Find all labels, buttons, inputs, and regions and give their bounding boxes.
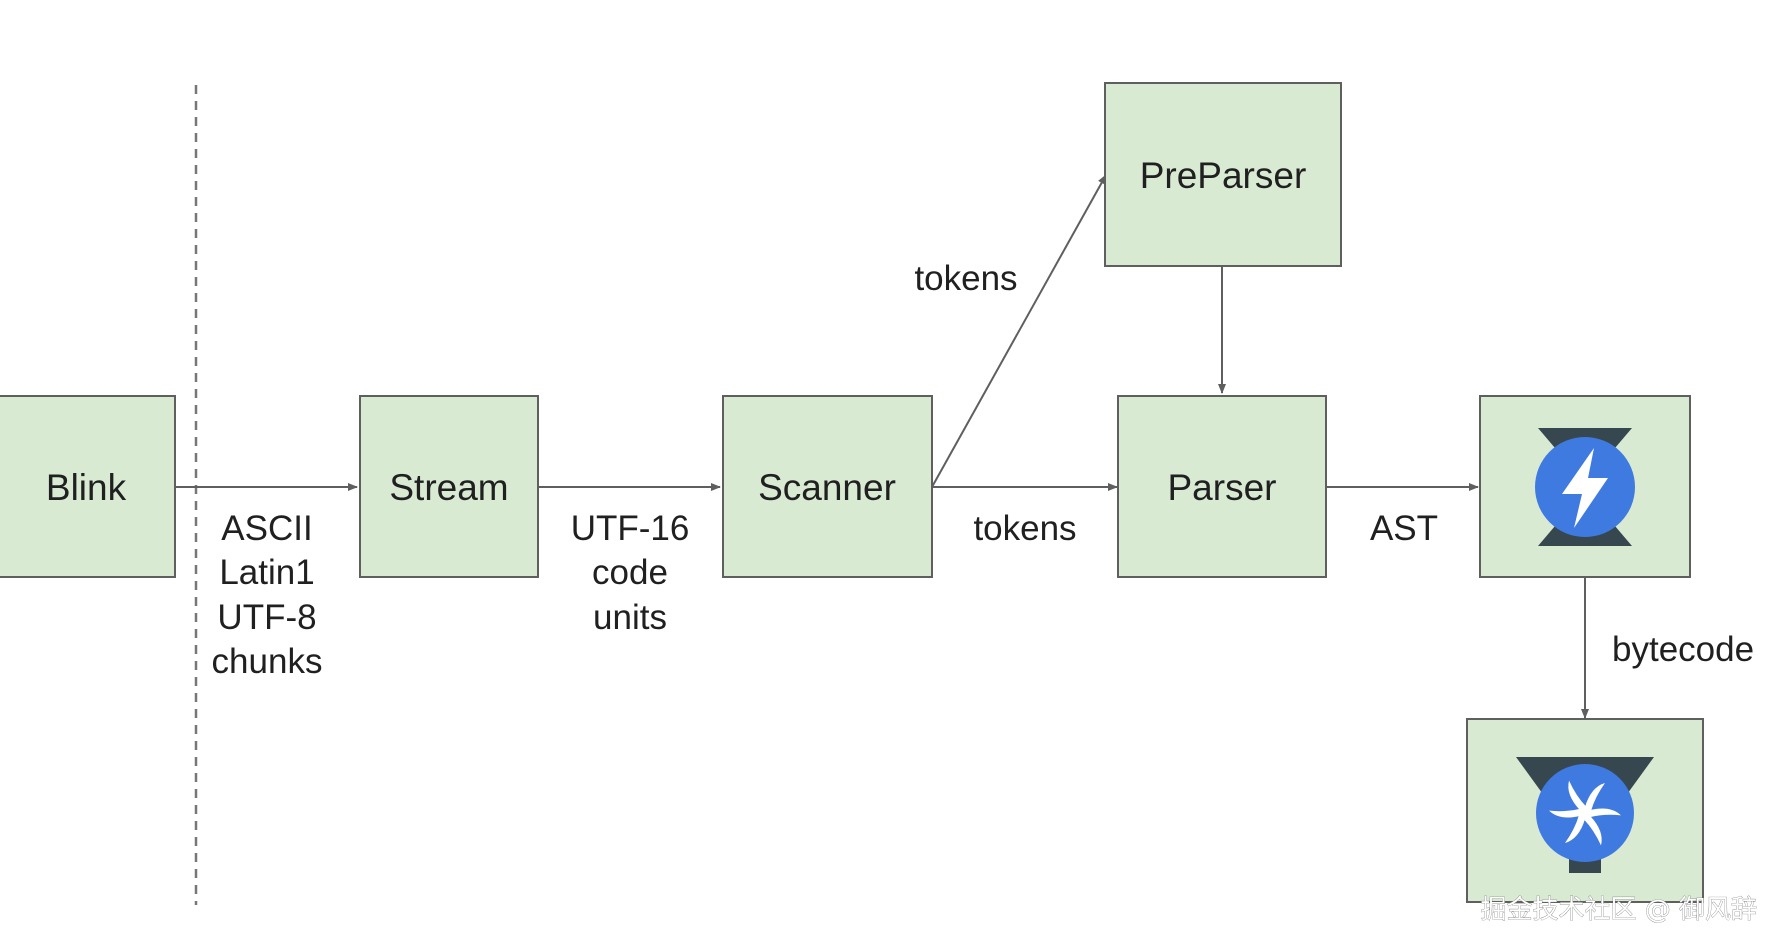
edge-label-line: chunks: [212, 642, 323, 681]
edge-scanner-to-preparser: [931, 174, 1107, 488]
edge-label-line: UTF-8: [217, 598, 316, 637]
node-stream-label: Stream: [389, 467, 508, 508]
node-blink: Blink: [0, 395, 176, 578]
node-blink-label: Blink: [46, 467, 127, 508]
node-turbofan: [1466, 718, 1704, 903]
edge-label-ignition-turbofan: bytecode: [1612, 630, 1754, 669]
edge-label-scanner-preparser: tokens: [914, 259, 1017, 298]
edge-label-line: units: [593, 598, 667, 637]
node-stream: Stream: [359, 395, 539, 578]
node-preparser-label: PreParser: [1140, 155, 1307, 196]
edge-label-parser-ignition: AST: [1370, 509, 1438, 548]
ignition-logo-icon: [1535, 428, 1635, 546]
node-parser-label: Parser: [1168, 467, 1277, 508]
node-preparser: PreParser: [1104, 82, 1342, 267]
node-scanner-label: Scanner: [758, 467, 896, 508]
edge-label-line: ASCII: [221, 509, 312, 548]
edge-label-line: Latin1: [219, 553, 314, 592]
watermark: 掘金技术社区 @ 御风辞: [1480, 895, 1757, 925]
turbofan-logo-icon: [1516, 757, 1654, 873]
edge-label-scanner-parser: tokens: [973, 509, 1076, 548]
edge-label-line: code: [592, 553, 668, 592]
edge-label-stream-scanner: UTF-16 code units: [571, 509, 690, 637]
node-scanner: Scanner: [722, 395, 933, 578]
node-ignition: [1479, 395, 1691, 578]
edge-label-blink-stream: ASCII Latin1 UTF-8 chunks: [212, 509, 323, 681]
edge-label-line: UTF-16: [571, 509, 690, 548]
node-parser: Parser: [1117, 395, 1327, 578]
